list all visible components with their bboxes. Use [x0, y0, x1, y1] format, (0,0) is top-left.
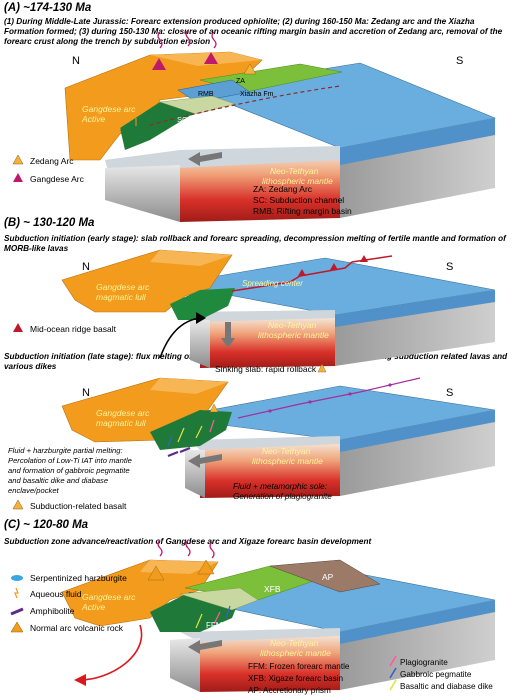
svg-text:enclave/pocket: enclave/pocket	[8, 486, 60, 495]
panel-c-xfb: XFB	[264, 584, 281, 594]
panel-c-ap: AP	[322, 572, 334, 582]
panel-a-abbr3: RMB: Rifting margin basin	[253, 206, 352, 216]
legend-plagiogranite: Plagiogranite	[400, 658, 448, 667]
panel-b2-mantle1: Neo-Tethyan	[262, 446, 311, 456]
panel-c-heading: (C) ~ 120-80 Ma	[4, 519, 89, 531]
panel-b2-mantle2: lithospheric mantle	[252, 456, 323, 466]
panel-a-block	[64, 29, 497, 222]
panel-a-abbr1: ZA: Zedang Arc	[253, 184, 313, 194]
panel-c-arc1: Gangdese arc	[82, 592, 136, 602]
legend-subduction-basalt: Subduction-related basalt	[30, 501, 127, 511]
panel-a-sc: SC	[177, 115, 188, 124]
panel-b2-north: N	[82, 387, 90, 399]
panel-b2-sole1: Fluid + metamorphic sole:	[233, 482, 327, 491]
panel-b-block	[61, 249, 496, 368]
panel-a-caption: (1) During Middle-Late Jurassic: Forearc…	[4, 17, 503, 46]
panel-b-north: N	[82, 261, 90, 273]
panel-b-spreading: Spreading center	[242, 279, 303, 288]
panel-c-ffm: FFM	[206, 621, 223, 630]
panel-b-sinking: Sinking slab: rapid rollback	[215, 364, 317, 374]
panel-b2-arc1: Gangdese arc	[96, 408, 150, 418]
panel-a-heading: (A) ~174-130 Ma	[4, 2, 92, 14]
panel-a-rmb: RMB	[198, 91, 214, 98]
panel-b2-sole2: Generation of plagiogranite	[233, 492, 332, 501]
morb-icon	[13, 323, 23, 332]
panel-b-mantle2: lithospheric mantle	[258, 330, 329, 340]
panel-b-mantle1: Neo-Tethyan	[268, 320, 317, 330]
panel-b2-arc2: magmatic lull	[96, 418, 147, 428]
panel-c-caption: Subduction zone advance/reactivation of …	[4, 537, 372, 546]
panel-a-mantle2: lithospheric mantle	[262, 176, 333, 186]
zedang-arc-icon	[12, 154, 24, 165]
panel-b-arc2: magmatic lull	[96, 292, 147, 302]
arc-volcanic-icon	[10, 621, 24, 633]
panel-a-arc2: Active	[81, 114, 105, 124]
legend-aqueous: Aqueous fluid	[30, 589, 82, 599]
panel-a-mantle1: Neo-Tethyan	[270, 166, 319, 176]
panel-a-south: S	[456, 55, 463, 67]
panel-a-za: ZA	[236, 78, 245, 85]
panel-b-caption: Subduction initiation (early stage): sla…	[4, 234, 506, 253]
panel-b-arc1: Gangdese arc	[96, 282, 150, 292]
aqueous-fluid-icon	[14, 587, 19, 599]
gangdese-arc-icon	[13, 173, 23, 182]
legend-amphibolite: Amphibolite	[30, 606, 75, 616]
panel-c-abbr1: FFM: Frozen forearc mantle	[248, 662, 350, 671]
basaltic-dike-icon	[389, 679, 397, 691]
panel-c-mantle1: Neo-Tethyan	[270, 638, 319, 648]
panel-c-mantle2: lithospheric mantle	[260, 648, 331, 658]
amphibolite-icon	[10, 607, 24, 616]
legend-basaltic: Basaltic and diabase dike	[400, 682, 493, 691]
legend-gangdese: Gangdese Arc	[30, 174, 85, 184]
gabbroic-pegmatite-icon	[389, 667, 397, 679]
panel-b2-block	[61, 363, 496, 498]
serpentinized-harzburgite-icon	[11, 575, 23, 581]
fluid-note: Fluid + harzburgite partial melting: Per…	[8, 446, 132, 495]
legend-morb: Mid-ocean ridge basalt	[30, 324, 117, 334]
panel-b-heading: (B) ~ 130-120 Ma	[4, 217, 95, 229]
panel-c-block	[61, 539, 496, 692]
panel-a-north: N	[72, 55, 80, 67]
panel-c-arc2: Active	[81, 602, 105, 612]
subduction-basalt-icon	[12, 499, 24, 510]
panel-a-abbr2: SC: Subduction channel	[253, 195, 344, 205]
svg-text:Fluid + harzburgite partial me: Fluid + harzburgite partial melting:	[8, 446, 123, 455]
legend-zedang: Zedang Arc	[30, 156, 74, 166]
legend-serpentinized: Serpentinized harzburgite	[30, 573, 127, 583]
panel-c-abbr3: AP: Accretionary prism	[248, 686, 331, 695]
legend-gabbroic: Gabbroic pegmatite	[400, 670, 472, 679]
svg-text:Percolation of Low-Ti IAT into: Percolation of Low-Ti IAT into mantle	[8, 456, 132, 465]
panel-a-xiazha: Xiazha Fm	[240, 91, 274, 98]
panel-b-south: S	[446, 261, 453, 273]
svg-text:and basaltic dike and diabase: and basaltic dike and diabase	[8, 476, 108, 485]
panel-b2-south: S	[446, 387, 453, 399]
panel-a-arc1: Gangdese arc	[82, 104, 136, 114]
svg-text:and formation of gabbroic pegm: and formation of gabbroic pegmatite	[8, 466, 130, 475]
legend-arc-volcanic: Normal arc volcanic rock	[30, 623, 124, 633]
plagiogranite-icon	[389, 655, 397, 667]
panel-c-abbr2: XFB: Xigaze forearc basin	[248, 674, 344, 683]
